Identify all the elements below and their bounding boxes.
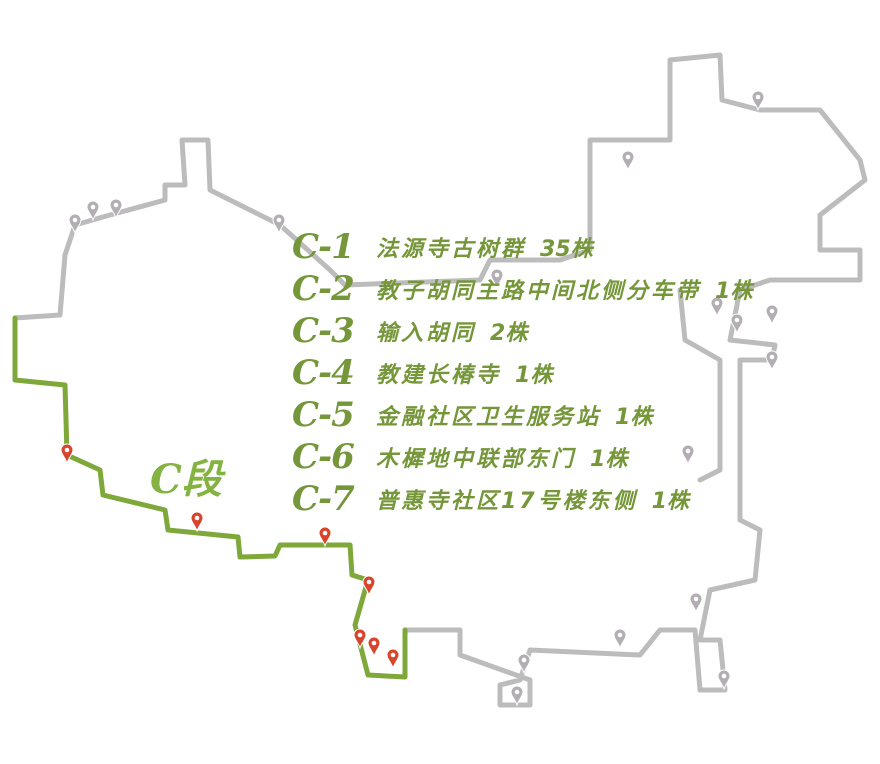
site-code: C-7 xyxy=(292,479,355,519)
map-pin-icon[interactable] xyxy=(751,90,765,112)
tree-count: 1株 xyxy=(590,447,628,472)
map-pin-active-icon[interactable] xyxy=(318,526,332,548)
map-pin-active-icon[interactable] xyxy=(353,628,367,650)
tree-count: 1株 xyxy=(715,279,753,304)
map-pin-icon[interactable] xyxy=(613,628,627,650)
site-name: 金融社区卫生服务站 xyxy=(376,405,602,430)
legend-item: C-4 教建长椿寺 1株 xyxy=(292,352,752,394)
map-pin-icon[interactable] xyxy=(68,213,82,235)
map-pin-active-icon[interactable] xyxy=(362,575,376,597)
site-name: 普惠寺社区17号楼东侧 xyxy=(376,489,638,514)
map-pin-icon[interactable] xyxy=(490,268,504,290)
site-name: 木樨地中联部东门 xyxy=(376,447,577,472)
map-pin-icon[interactable] xyxy=(86,200,100,222)
legend-item: C-3 输入胡同 2株 xyxy=(292,310,752,352)
map-pin-active-icon[interactable] xyxy=(190,511,204,533)
map-pin-icon[interactable] xyxy=(689,592,703,614)
tree-count: 1株 xyxy=(651,489,689,514)
segment-label: C段 xyxy=(150,456,222,503)
inner-boundary xyxy=(677,287,723,483)
tree-count: 1株 xyxy=(515,363,553,388)
site-code: C-1 xyxy=(292,227,355,267)
legend: C-1 法源寺古树群 35株 C-2 教子胡同主路中间北侧分车带 1株 C-3 输入胡同 2… xyxy=(292,226,752,520)
map-pin-icon[interactable] xyxy=(717,669,731,691)
map-pin-icon[interactable] xyxy=(510,685,524,707)
map-pin-icon[interactable] xyxy=(517,653,531,675)
legend-item: C-5 金融社区卫生服务站 1株 xyxy=(292,394,752,436)
map-pin-active-icon[interactable] xyxy=(386,648,400,670)
site-code: C-2 xyxy=(292,269,355,309)
map-pin-active-icon[interactable] xyxy=(367,636,381,658)
legend-item: C-7 普惠寺社区17号楼东侧 1株 xyxy=(292,478,752,520)
legend-item: C-2 教子胡同主路中间北侧分车带 1株 xyxy=(292,268,752,310)
legend-item: C-1 法源寺古树群 35株 xyxy=(292,226,752,268)
map-pin-icon[interactable] xyxy=(730,313,744,335)
map-pin-icon[interactable] xyxy=(681,444,695,466)
site-code: C-6 xyxy=(292,437,355,477)
map-pin-icon[interactable] xyxy=(710,296,724,318)
map-pin-icon[interactable] xyxy=(765,304,779,326)
site-name: 输入胡同 xyxy=(376,321,477,346)
map-pin-icon[interactable] xyxy=(272,213,286,235)
site-name: 教子胡同主路中间北侧分车带 xyxy=(376,279,702,304)
site-code: C-3 xyxy=(292,311,355,351)
map-pin-icon[interactable] xyxy=(621,150,635,172)
site-name: 法源寺古树群 xyxy=(376,237,527,262)
tree-count: 2株 xyxy=(490,321,528,346)
legend-item: C-6 木樨地中联部东门 1株 xyxy=(292,436,752,478)
site-name: 教建长椿寺 xyxy=(376,363,502,388)
district-outline xyxy=(12,52,868,708)
tree-count: 35株 xyxy=(540,237,593,262)
site-code: C-4 xyxy=(292,353,355,393)
map-pin-icon[interactable] xyxy=(765,350,779,372)
site-code: C-5 xyxy=(292,395,355,435)
tree-count: 1株 xyxy=(615,405,653,430)
map-pin-icon[interactable] xyxy=(109,198,123,220)
map-pin-active-icon[interactable] xyxy=(60,443,74,465)
